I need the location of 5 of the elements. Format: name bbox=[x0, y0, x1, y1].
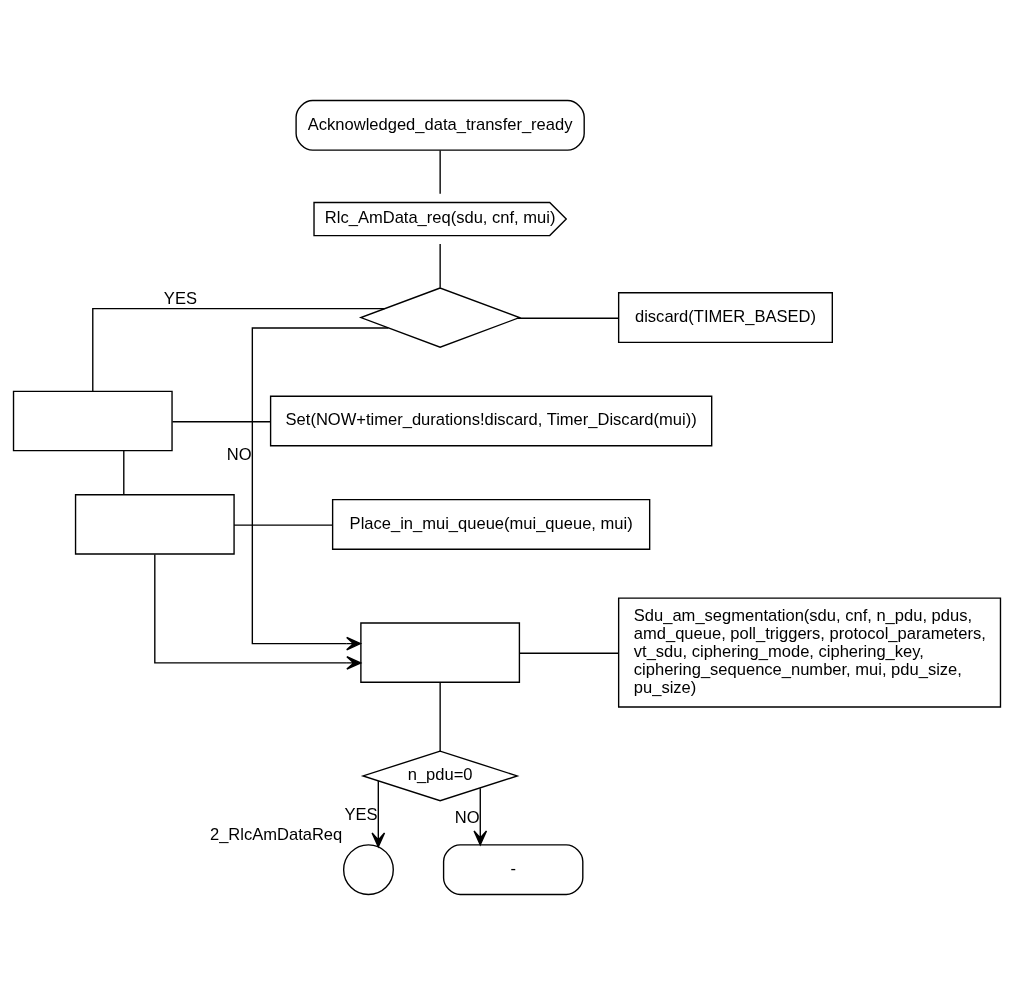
edge-label: NO bbox=[454, 807, 480, 827]
edge-label: YES bbox=[163, 288, 197, 308]
edge-label: YES bbox=[344, 804, 378, 824]
edge-label: NO bbox=[226, 444, 252, 464]
node-label: 2_RlcAmDataReq bbox=[209, 824, 343, 844]
